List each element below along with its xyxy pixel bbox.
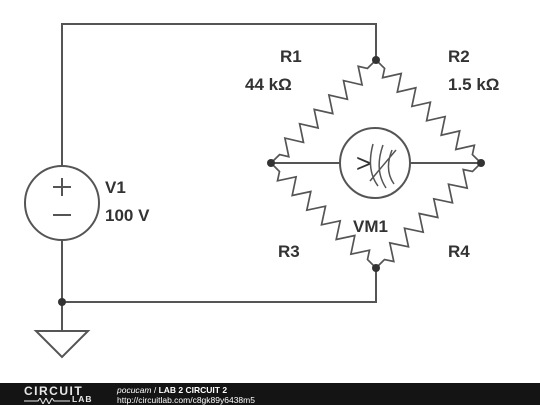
footer-bar: CIRCUIT LAB pocucam / LAB 2 CIRCUIT 2 ht… bbox=[0, 383, 540, 405]
label-r3-name: R3 bbox=[278, 242, 300, 261]
resistor-r1 bbox=[270, 59, 377, 164]
circuit-url[interactable]: http://circuitlab.com/c8gk89y6438m5 bbox=[117, 395, 255, 405]
author-title-line: pocucam / LAB 2 CIRCUIT 2 bbox=[117, 385, 255, 395]
resistor-r2 bbox=[375, 59, 482, 164]
voltage-source-v1 bbox=[24, 165, 100, 241]
source-circle bbox=[24, 165, 100, 241]
circuit-diagram: > R1 44 kΩ R2 1.5 kΩ V1 100 V VM1 R3 R4 bbox=[24, 23, 499, 359]
node-ground bbox=[58, 298, 66, 306]
logo-resistor-icon bbox=[24, 398, 70, 404]
meter-circle bbox=[339, 127, 411, 199]
circuitlab-logo-lab: LAB bbox=[72, 394, 93, 404]
label-r1-value: 44 kΩ bbox=[245, 75, 292, 94]
label-v1-value: 100 V bbox=[105, 206, 150, 225]
ground-symbol bbox=[33, 330, 91, 359]
wire-bottom bbox=[61, 240, 377, 303]
circuitlab-logo[interactable]: CIRCUIT bbox=[24, 384, 84, 398]
meter-symbol: > bbox=[356, 148, 371, 178]
node-bottom bbox=[372, 264, 380, 272]
separator: / bbox=[151, 385, 159, 395]
wires bbox=[61, 23, 481, 330]
label-r1-name: R1 bbox=[280, 47, 302, 66]
label-r2-name: R2 bbox=[448, 47, 470, 66]
node-top bbox=[372, 56, 380, 64]
label-vm1-name: VM1 bbox=[353, 217, 388, 236]
node-left bbox=[267, 159, 275, 167]
meter-needle-icon bbox=[369, 143, 397, 189]
resistor-r3 bbox=[270, 162, 377, 269]
label-v1-name: V1 bbox=[105, 178, 126, 197]
author-link[interactable]: pocucam bbox=[117, 385, 152, 395]
label-r2-value: 1.5 kΩ bbox=[448, 75, 499, 94]
wire-top bbox=[61, 23, 377, 167]
resistor-r4 bbox=[375, 162, 482, 269]
circuit-meta: pocucam / LAB 2 CIRCUIT 2 http://circuit… bbox=[117, 385, 255, 405]
label-r4-name: R4 bbox=[448, 242, 470, 261]
node-right bbox=[477, 159, 485, 167]
voltmeter-vm1: > bbox=[339, 127, 411, 199]
circuit-title[interactable]: LAB 2 CIRCUIT 2 bbox=[158, 385, 228, 395]
